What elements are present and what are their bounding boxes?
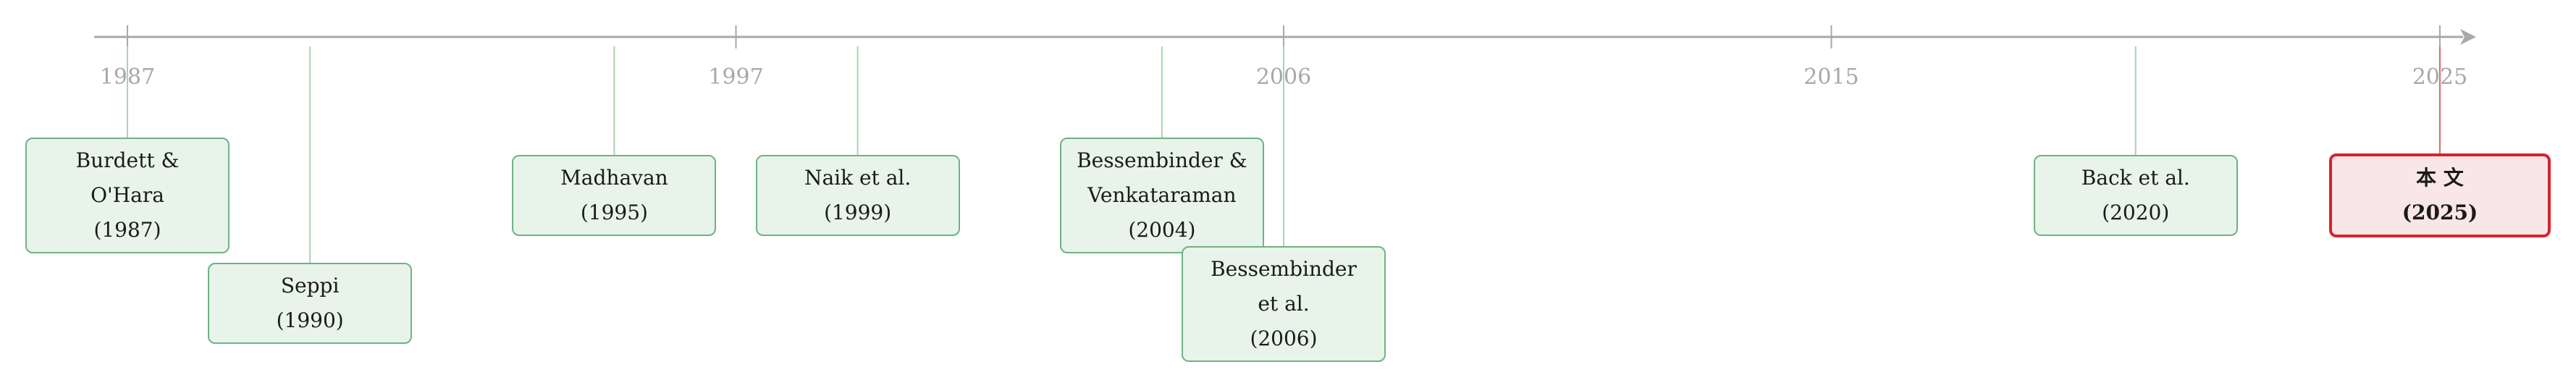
event-card-text: Bessembinder & Venkataraman (2004) xyxy=(1077,143,1247,248)
event-year: (1990) xyxy=(276,308,344,332)
event-card-bessembinder-venkataraman: Bessembinder & Venkataraman (2004) xyxy=(1059,138,1264,253)
axis-arrow-icon xyxy=(2460,29,2476,45)
event-year: (1987) xyxy=(93,218,161,242)
event-author: 本 文 xyxy=(2416,166,2464,190)
event-card-text: Madhavan (1995) xyxy=(560,161,668,230)
event-author: Venkataraman xyxy=(1087,183,1237,207)
event-author: Bessembinder & xyxy=(1077,148,1247,172)
event-year: (1999) xyxy=(824,201,892,224)
event-author: Back et al. xyxy=(2081,166,2190,190)
event-year: (2020) xyxy=(2102,201,2170,224)
event-card-seppi: Seppi (1990) xyxy=(208,263,413,344)
event-author: O'Hara xyxy=(91,183,164,207)
event-year: (2025) xyxy=(2402,201,2478,224)
event-card-text: Burdett & O'Hara (1987) xyxy=(76,143,180,248)
event-card-text: Naik et al. (1999) xyxy=(804,161,911,230)
event-card-burdett: Burdett & O'Hara (1987) xyxy=(25,138,230,253)
event-author: Seppi xyxy=(280,274,340,298)
event-card-naik: Naik et al. (1999) xyxy=(755,155,960,236)
axis-tick-label: 2015 xyxy=(1803,64,1859,90)
event-author: Madhavan xyxy=(560,166,668,190)
event-card-back: Back et al. (2020) xyxy=(2033,155,2238,236)
axis-tick-label: 1997 xyxy=(708,64,763,90)
event-year: (1995) xyxy=(580,201,648,224)
event-year: (2006) xyxy=(1250,326,1318,350)
event-card-text: Back et al. (2020) xyxy=(2082,161,2190,230)
event-card-madhavan: Madhavan (1995) xyxy=(512,155,717,236)
event-card-this-paper: 本 文 (2025) xyxy=(2329,153,2551,237)
event-card-text: Bessembinder et al. (2006) xyxy=(1211,252,1357,356)
event-author: Bessembinder xyxy=(1211,257,1357,281)
event-card-bessembinder-2006: Bessembinder et al. (2006) xyxy=(1182,246,1386,362)
event-card-text: Seppi (1990) xyxy=(277,269,344,338)
event-year: (2004) xyxy=(1128,218,1196,242)
event-card-text: 本 文 (2025) xyxy=(2402,161,2478,230)
event-author: et al. xyxy=(1258,292,1310,316)
event-author: Burdett & xyxy=(75,148,180,172)
event-author: Naik et al. xyxy=(804,166,912,190)
